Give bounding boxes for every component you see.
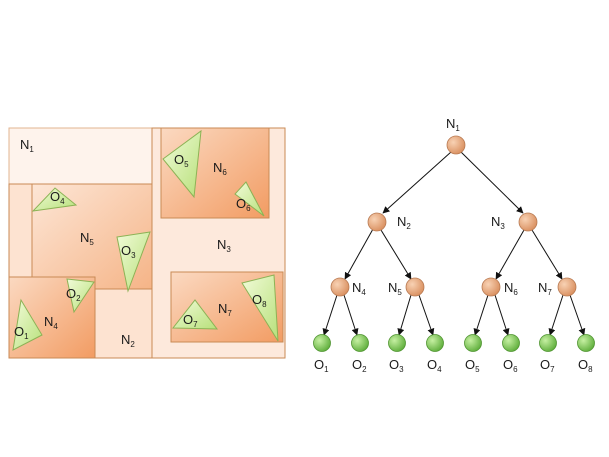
label-o3-node: O3 — [389, 357, 404, 374]
label-o7-node: O7 — [540, 357, 555, 374]
label-o1-node: O1 — [314, 357, 329, 374]
node-n3 — [518, 212, 538, 232]
edge-n1-n3 — [460, 151, 524, 214]
label-n5-node: N5 — [388, 280, 402, 297]
node-n1 — [446, 135, 466, 155]
node-o7 — [539, 334, 557, 352]
edge-n2-n5 — [380, 229, 412, 280]
edge-n3-n6 — [495, 229, 525, 280]
node-o2 — [351, 334, 369, 352]
edge-n2-n4 — [344, 228, 374, 280]
node-n2 — [367, 212, 387, 232]
label-o2-object: O2 — [66, 286, 81, 303]
object-o4 — [31, 187, 78, 212]
label-n7-region: N7 — [218, 301, 232, 318]
label-o8-node: O8 — [578, 357, 593, 374]
edge-n4-o2 — [343, 294, 359, 336]
node-o3 — [388, 334, 406, 352]
node-o6 — [502, 334, 520, 352]
edge-n3-n7 — [531, 229, 563, 280]
node-o1 — [313, 334, 331, 352]
label-o8-object: O8 — [252, 292, 267, 309]
object-o3 — [116, 231, 151, 293]
node-o5 — [464, 334, 482, 352]
label-o3-object: O3 — [121, 243, 136, 260]
edge-n1-n2 — [382, 151, 452, 214]
label-n1-node: N1 — [446, 116, 460, 133]
edge-n6-o6 — [494, 294, 510, 336]
label-o4-node: O4 — [427, 357, 442, 374]
node-n6 — [481, 277, 501, 297]
label-n4-node: N4 — [352, 280, 366, 297]
label-n3-node: N3 — [491, 214, 505, 231]
label-o5-object: O5 — [174, 152, 189, 169]
label-n2-region: N2 — [121, 332, 135, 349]
label-o5-node: O5 — [465, 357, 480, 374]
tree-edges — [322, 151, 586, 336]
label-n6-node: N6 — [504, 280, 518, 297]
object-o7 — [171, 299, 219, 330]
label-n2-node: N2 — [397, 214, 411, 231]
region-n1-inner — [8, 127, 162, 185]
edge-n7-o8 — [569, 294, 586, 336]
label-n7-node: N7 — [538, 280, 552, 297]
label-o7-object: O7 — [183, 312, 198, 329]
label-n5-region: N5 — [80, 230, 94, 247]
label-o6-node: O6 — [503, 357, 518, 374]
label-o2-node: O2 — [352, 357, 367, 374]
label-n6-region: N6 — [213, 160, 227, 177]
node-o8 — [577, 334, 595, 352]
node-n4 — [330, 277, 350, 297]
object-o5 — [162, 129, 202, 199]
node-n7 — [557, 277, 577, 297]
edge-n5-o4 — [418, 294, 435, 336]
label-n4-region: N4 — [44, 314, 58, 331]
label-n1-region: N1 — [20, 137, 34, 154]
edge-n4-o1 — [322, 294, 338, 336]
label-o4-object: O4 — [50, 189, 65, 206]
object-o8 — [241, 274, 279, 342]
object-o2 — [66, 278, 95, 314]
edge-n6-o5 — [473, 294, 489, 336]
edge-n7-o7 — [548, 294, 564, 336]
object-o1 — [12, 298, 43, 351]
edge-n5-o3 — [397, 294, 412, 336]
label-o1-object: O1 — [14, 324, 29, 341]
spatial-partition: N1 N2 N3 N4 N5 N6 N7 O1 O2 O3 O4 O5 O6 O… — [8, 127, 286, 359]
node-n5 — [405, 277, 425, 297]
object-o6 — [234, 181, 265, 217]
tree-diagram: N1 N2 N3 N4 N5 N6 N7 O1 O2 O3 O4 O5 O6 O… — [313, 116, 595, 374]
node-o4 — [426, 334, 444, 352]
label-n3-region: N3 — [217, 237, 231, 254]
label-o6-object: O6 — [236, 196, 251, 213]
